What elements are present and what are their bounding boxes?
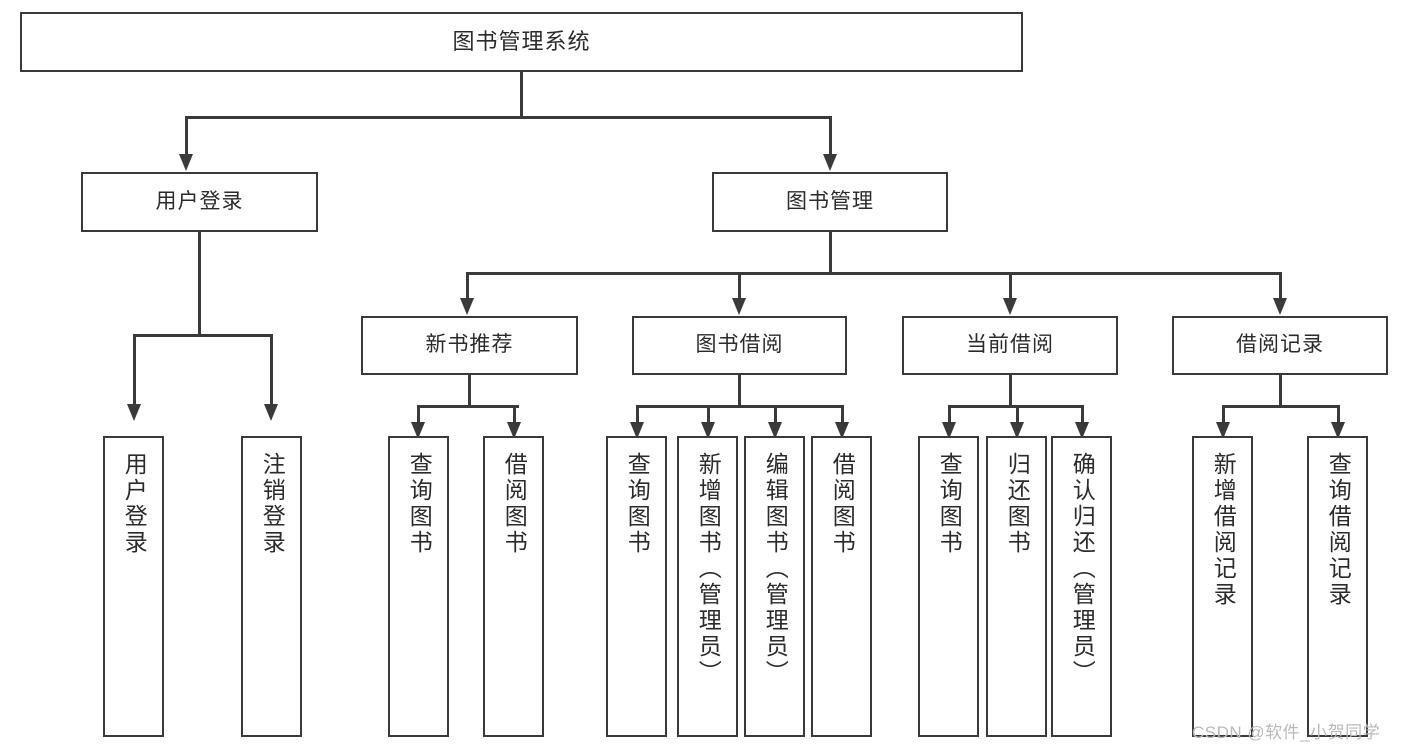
connector-borrow-stem (738, 375, 741, 407)
connector-bookmgmt-to-l2-4 (1279, 272, 1282, 300)
connector-borrow-to-leaf-3 (774, 405, 777, 425)
arrow-bookmgmt-to-l2-1 (460, 298, 474, 315)
leaf-current-confirm-return-admin[interactable]: 确认归还（管理员） (1051, 436, 1112, 737)
node-label: 查询图书 (406, 452, 433, 556)
node-label: 图书借阅 (695, 333, 784, 357)
arrow-record-to-leaf-1 (1216, 422, 1230, 439)
arrow-borrow-to-leaf-3 (768, 422, 782, 439)
arrow-login-to-leaf-2 (264, 404, 278, 421)
connector-bookmgmt-to-l2-2 (738, 272, 741, 300)
leaf-user-login[interactable]: 用户登录 (103, 436, 164, 737)
arrow-login-to-leaf-1 (127, 404, 141, 421)
node-label: 图书管理 (786, 189, 874, 213)
arrow-borrow-to-leaf-2 (701, 422, 715, 439)
leaf-recommend-query-book[interactable]: 查询图书 (388, 436, 449, 737)
node-label: 借阅记录 (1236, 333, 1324, 357)
connector-login-bar (133, 334, 272, 337)
connector-current-to-leaf-2 (1016, 405, 1019, 425)
connector-current-to-leaf-3 (1081, 405, 1084, 425)
leaf-recommend-borrow-book[interactable]: 借阅图书 (483, 436, 544, 737)
node-user-login[interactable]: 用户登录 (81, 172, 318, 232)
connector-record-to-leaf-1 (1222, 405, 1225, 425)
node-label: 新书推荐 (425, 333, 514, 357)
connector-current-to-leaf-1 (948, 405, 951, 425)
node-new-book-recommend[interactable]: 新书推荐 (361, 316, 578, 375)
arrow-bookmgmt-to-l2-2 (732, 298, 746, 315)
node-label: 用户登录 (121, 452, 148, 556)
node-label: 编辑图书（管理员） (762, 452, 789, 686)
connector-root-stem (520, 72, 523, 118)
node-label: 当前借阅 (966, 333, 1054, 357)
arrow-current-to-leaf-1 (942, 422, 956, 439)
connector-current-bar (948, 405, 1082, 408)
node-label: 归还图书 (1004, 452, 1031, 556)
leaf-current-query-book[interactable]: 查询图书 (918, 436, 979, 737)
connector-record-to-leaf-2 (1337, 405, 1340, 425)
arrow-root-to-login (179, 154, 193, 171)
leaf-record-add-borrow-record[interactable]: 新增借阅记录 (1192, 436, 1253, 737)
node-label: 查询图书 (624, 452, 651, 556)
connector-current-stem (1009, 375, 1012, 407)
connector-borrow-to-leaf-4 (841, 405, 844, 425)
node-label: 新增图书（管理员） (695, 452, 722, 686)
node-label: 确认归还（管理员） (1069, 452, 1096, 686)
connector-login-to-leaf-2 (270, 334, 273, 406)
connector-login-stem (198, 232, 201, 336)
leaf-borrow-add-book-admin[interactable]: 新增图书（管理员） (677, 436, 738, 737)
arrow-bookmgmt-to-l2-3 (1003, 298, 1017, 315)
connector-recommend-to-leaf-2 (513, 405, 516, 425)
node-label: 借阅图书 (829, 452, 856, 556)
connector-bookmgmt-bar (466, 272, 1281, 275)
connector-recommend-to-leaf-1 (417, 405, 420, 425)
arrow-current-to-leaf-3 (1075, 422, 1089, 439)
node-borrow-record[interactable]: 借阅记录 (1172, 316, 1388, 375)
leaf-current-return-book[interactable]: 归还图书 (986, 436, 1047, 737)
connector-bookmgmt-stem (829, 232, 832, 274)
node-label: 查询图书 (936, 452, 963, 556)
arrow-recommend-to-leaf-2 (507, 422, 521, 439)
node-label: 查询借阅记录 (1325, 452, 1352, 608)
arrow-root-to-bookmgmt (823, 154, 837, 171)
leaf-borrow-borrow-book[interactable]: 借阅图书 (811, 436, 872, 737)
connector-bookmgmt-to-l2-3 (1009, 272, 1012, 300)
arrow-bookmgmt-to-l2-4 (1273, 298, 1287, 315)
node-label: 图书管理系统 (452, 29, 591, 55)
connector-bookmgmt-to-l2-1 (466, 272, 469, 300)
connector-recommend-stem (468, 375, 471, 407)
arrow-recommend-to-leaf-1 (411, 422, 425, 439)
leaf-borrow-edit-book-admin[interactable]: 编辑图书（管理员） (744, 436, 805, 737)
connector-borrow-to-leaf-1 (636, 405, 639, 425)
watermark-csdn: CSDN @软件_小贺同学 (1192, 723, 1381, 742)
connector-root-to-login (185, 116, 188, 156)
connector-borrow-bar (636, 405, 843, 408)
node-label: 借阅图书 (501, 452, 528, 556)
connector-root-to-bookmgmt (829, 116, 832, 156)
node-label: 新增借阅记录 (1210, 452, 1237, 608)
arrow-borrow-to-leaf-1 (630, 422, 644, 439)
leaf-borrow-query-book[interactable]: 查询图书 (606, 436, 667, 737)
leaf-logout[interactable]: 注销登录 (241, 436, 302, 737)
node-current-borrow[interactable]: 当前借阅 (902, 316, 1118, 375)
connector-login-to-leaf-1 (133, 334, 136, 406)
node-label: 用户登录 (155, 189, 244, 213)
arrow-borrow-to-leaf-4 (835, 422, 849, 439)
node-root-system[interactable]: 图书管理系统 (20, 12, 1023, 72)
leaf-record-query-borrow-record[interactable]: 查询借阅记录 (1307, 436, 1368, 737)
connector-record-bar (1222, 405, 1338, 408)
connector-borrow-to-leaf-2 (707, 405, 710, 425)
node-label: 注销登录 (259, 452, 286, 556)
node-book-management[interactable]: 图书管理 (712, 172, 948, 232)
arrow-record-to-leaf-2 (1331, 422, 1345, 439)
connector-record-stem (1279, 375, 1282, 407)
node-book-borrow[interactable]: 图书借阅 (632, 316, 847, 375)
arrow-current-to-leaf-2 (1010, 422, 1024, 439)
connector-root-bar (185, 116, 832, 119)
connector-recommend-bar (417, 405, 519, 408)
